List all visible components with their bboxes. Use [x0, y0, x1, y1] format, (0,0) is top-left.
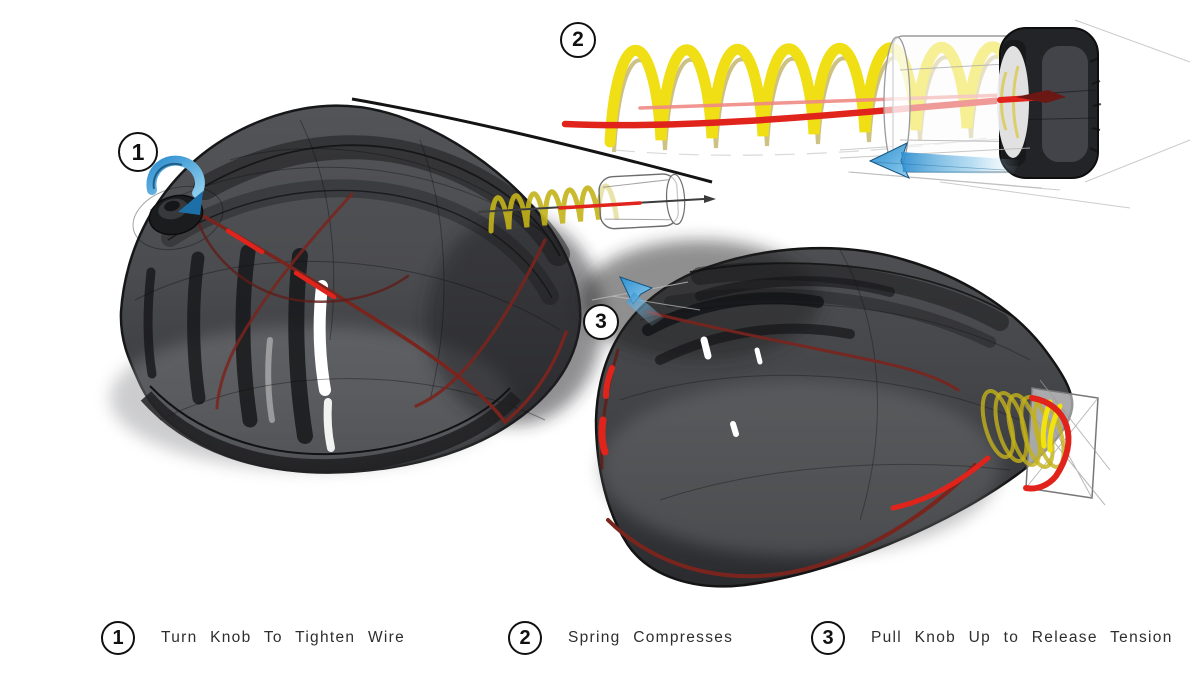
wire-rear-hook [1023, 395, 1072, 492]
wire-bright-segment [293, 270, 337, 300]
wire-bright-segment [598, 416, 609, 456]
spring-detail-illustration [561, 19, 1191, 209]
pointer-arrowhead [704, 195, 716, 203]
tension-wire [194, 192, 568, 424]
wire-bright-segment [603, 365, 615, 399]
legend-2-label: Spring Compresses [568, 629, 734, 646]
wire-tip [1016, 90, 1066, 103]
callout-3-badge: 3 [583, 304, 619, 340]
compression-arrow-icon [839, 142, 1043, 189]
legend-1-badge: 1 [101, 621, 135, 655]
legend-3-badge: 3 [811, 621, 845, 655]
housing-block [997, 27, 1102, 179]
rear-spring-coil [488, 183, 619, 234]
vent-highlight [313, 280, 331, 396]
legend-1-label: Turn Knob To Tighten Wire [161, 629, 406, 646]
tension-wire [598, 310, 991, 579]
side-vents [642, 276, 895, 437]
helmet-side-illustration [580, 240, 1111, 588]
wire-bright-segment [225, 228, 265, 255]
legend-item-1: 1 Turn Knob To Tighten Wire [101, 621, 405, 655]
release-arrow-icon [591, 276, 701, 326]
legend-item-3: 3 Pull Knob Up to Release Tension [811, 621, 1173, 655]
helmet-front-illustration [110, 97, 716, 474]
leader-line [351, 97, 713, 184]
callout-1-badge: 1 [118, 132, 158, 172]
legend-item-2: 2 Spring Compresses [508, 621, 733, 655]
legend-2-badge: 2 [508, 621, 542, 655]
knob-rotation-arrow-icon [146, 155, 205, 215]
callout-2-badge: 2 [560, 22, 596, 58]
legend-3-label: Pull Knob Up to Release Tension [871, 629, 1173, 646]
